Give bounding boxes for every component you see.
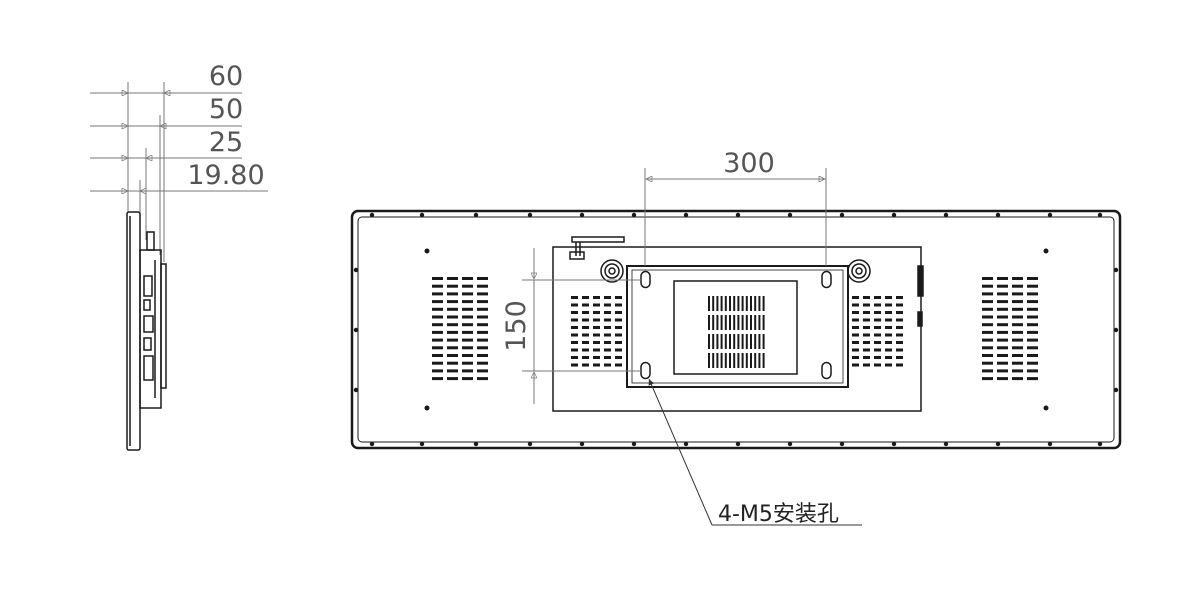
bracket-vent [708, 296, 765, 368]
inner-frame [357, 216, 1115, 443]
mount-note-leader [648, 378, 862, 526]
corner-dots [424, 248, 1049, 411]
vesa-height-dimension [522, 248, 641, 404]
dim-50-label: 50 [209, 94, 243, 125]
vent-grille-right [982, 277, 1038, 381]
mounting-holes [640, 270, 832, 380]
mount-note-label: 4-M5安装孔 [718, 502, 839, 527]
vent-grille-left [432, 277, 488, 381]
antenna-icon [569, 236, 625, 260]
vesa-bracket-inner [631, 269, 844, 384]
vesa-bracket [626, 265, 849, 388]
center-module [552, 246, 922, 412]
dim-19-80-label: 19.80 [187, 160, 264, 191]
module-vent-left [571, 296, 622, 367]
mount-hole-bottom-left [640, 361, 651, 380]
module-vent-right [852, 296, 903, 367]
dim-25-label: 25 [209, 127, 243, 158]
vesa-width-label: 300 [723, 148, 775, 179]
speaker-right-icon [847, 259, 871, 283]
side-view: 60 50 25 19.80 [90, 61, 268, 451]
rear-view: 300 150 4-M5安装孔 [350, 148, 1122, 527]
mount-hole-bottom-right [821, 361, 832, 380]
speaker-left-icon [600, 259, 624, 283]
bracket-window [673, 280, 798, 375]
outer-frame [350, 209, 1122, 450]
vesa-width-dimension [644, 168, 827, 266]
side-profile [126, 211, 167, 451]
vesa-height-label: 150 [501, 300, 532, 352]
side-dimensions [90, 82, 268, 262]
mount-hole-top-left [640, 270, 651, 289]
edge-screws [353, 212, 1119, 447]
mount-hole-top-right [821, 270, 832, 289]
side-connectors [917, 265, 924, 327]
dim-60-label: 60 [209, 61, 243, 92]
